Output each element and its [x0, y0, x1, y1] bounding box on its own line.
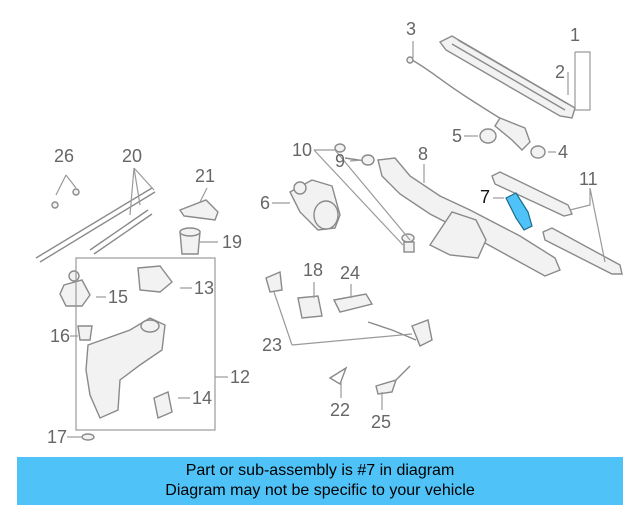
callout-22: 22 [330, 400, 350, 420]
callout-labels: 1 2 3 4 5 6 7 8 9 10 11 12 13 14 15 16 1… [47, 19, 598, 447]
callout-24: 24 [340, 263, 360, 283]
callout-7: 7 [480, 187, 490, 207]
callout-15: 15 [108, 287, 128, 307]
callout-6: 6 [260, 193, 270, 213]
callout-21: 21 [195, 166, 215, 186]
linkage-rod-part-11 [491, 171, 623, 275]
callout-2: 2 [555, 62, 565, 82]
callout-4: 4 [558, 142, 568, 162]
callout-12: 12 [230, 367, 250, 387]
callout-5: 5 [452, 126, 462, 146]
clip-part-16 [77, 325, 93, 341]
callout-10: 10 [292, 140, 312, 160]
leader-lines [55, 41, 606, 438]
callout-25: 25 [371, 412, 391, 432]
nozzle-part-21 [178, 199, 219, 221]
callout-26: 26 [54, 146, 74, 166]
callout-18: 18 [303, 260, 323, 280]
callout-14: 14 [192, 388, 212, 408]
wiper-motor [289, 179, 341, 231]
sensor-part-23 [265, 270, 433, 347]
highlighted-part-7 [505, 192, 533, 231]
callout-1: 1 [570, 25, 580, 45]
callout-13: 13 [194, 278, 214, 298]
grommet-part-19 [179, 227, 201, 255]
callout-23: 23 [262, 335, 282, 355]
nut-part-4 [530, 145, 546, 159]
banner-line-2: Diagram may not be specific to your vehi… [165, 482, 475, 499]
switch-part-18 [297, 295, 323, 319]
callout-17: 17 [47, 427, 67, 447]
callout-20: 20 [122, 146, 142, 166]
callout-16: 16 [50, 326, 70, 346]
cap-part-5 [479, 128, 497, 144]
oring-part-17 [81, 433, 95, 441]
cover-part-24 [332, 293, 374, 313]
callout-3: 3 [406, 19, 416, 39]
wiper-linkage [334, 143, 561, 277]
clip-part-22 [328, 366, 348, 386]
sensor-part-25 [375, 365, 411, 395]
reservoir-group [75, 257, 216, 431]
washer-hose-rods [35, 187, 156, 263]
callout-9: 9 [335, 151, 345, 171]
callout-19: 19 [222, 232, 242, 252]
banner-line-1: Part or sub-assembly is #7 in diagram [185, 462, 455, 479]
callout-11: 11 [579, 169, 598, 189]
callout-8: 8 [418, 144, 428, 164]
washer-pump [59, 270, 91, 307]
parts-diagram: 1 2 3 4 5 6 7 8 9 10 11 12 13 14 15 16 1… [35, 19, 623, 447]
wiper-blade-assembly [406, 35, 576, 151]
highlighted-part-7-shape [505, 192, 533, 231]
info-banner: Part or sub-assembly is #7 in diagram Di… [17, 457, 623, 505]
